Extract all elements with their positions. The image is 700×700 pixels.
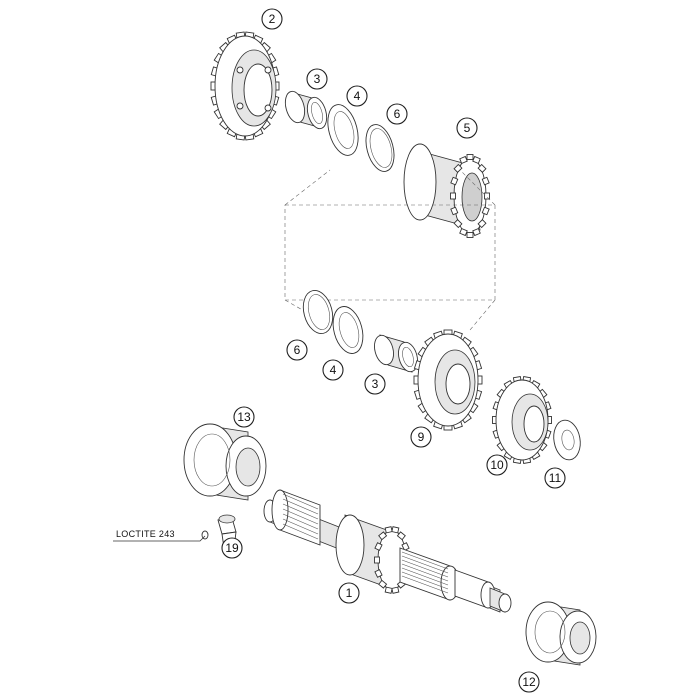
svg-text:11: 11 xyxy=(549,471,562,485)
svg-text:12: 12 xyxy=(522,675,536,689)
svg-text:19: 19 xyxy=(225,541,239,555)
loctite-label: LOCTITE 243 xyxy=(116,529,175,539)
assembly-guide-lines xyxy=(284,169,496,331)
needle-bearing-3-middle xyxy=(374,334,418,373)
callout-2: 2 xyxy=(261,8,283,30)
callout-5: 5 xyxy=(456,117,478,139)
gear-5 xyxy=(403,143,490,238)
main-shaft-1 xyxy=(263,489,512,613)
svg-text:13: 13 xyxy=(237,410,251,424)
svg-text:9: 9 xyxy=(418,430,425,444)
ball-bearing-13 xyxy=(183,423,267,501)
callout-3-top: 3 xyxy=(306,68,328,90)
svg-text:10: 10 xyxy=(490,458,504,472)
callout-9: 9 xyxy=(410,426,432,448)
callout-10: 10 xyxy=(486,454,508,476)
callout-4-top: 4 xyxy=(346,85,368,107)
svg-text:5: 5 xyxy=(464,121,471,135)
needle-bearing-3-top xyxy=(284,90,328,130)
callout-13: 13 xyxy=(233,406,255,428)
circlip-6-middle xyxy=(302,289,334,335)
svg-text:1: 1 xyxy=(346,586,353,600)
ball-bearing-12 xyxy=(525,601,597,666)
svg-text:6: 6 xyxy=(394,107,401,121)
thrust-washer-4-middle xyxy=(332,306,364,354)
svg-text:4: 4 xyxy=(354,89,361,103)
callout-11: 11 xyxy=(544,467,566,489)
svg-text:2: 2 xyxy=(269,12,276,26)
svg-text:4: 4 xyxy=(330,363,337,377)
loctite-leader-line xyxy=(113,535,206,542)
callout-6-middle: 6 xyxy=(286,339,308,361)
svg-text:3: 3 xyxy=(372,377,379,391)
gear-10 xyxy=(492,376,552,464)
svg-text:3: 3 xyxy=(314,72,321,86)
gear-2 xyxy=(210,31,280,141)
callout-12: 12 xyxy=(518,671,540,693)
callout-3-middle: 3 xyxy=(364,373,386,395)
callout-19: 19 xyxy=(221,537,243,559)
thrust-washer-4-top xyxy=(327,104,359,156)
callout-1: 1 xyxy=(338,582,360,604)
svg-text:6: 6 xyxy=(294,343,301,357)
thrust-washer-11 xyxy=(553,419,581,461)
callout-6-top: 6 xyxy=(386,103,408,125)
gear-9 xyxy=(413,329,483,431)
callout-4-middle: 4 xyxy=(322,359,344,381)
circlip-6-top xyxy=(365,124,395,172)
